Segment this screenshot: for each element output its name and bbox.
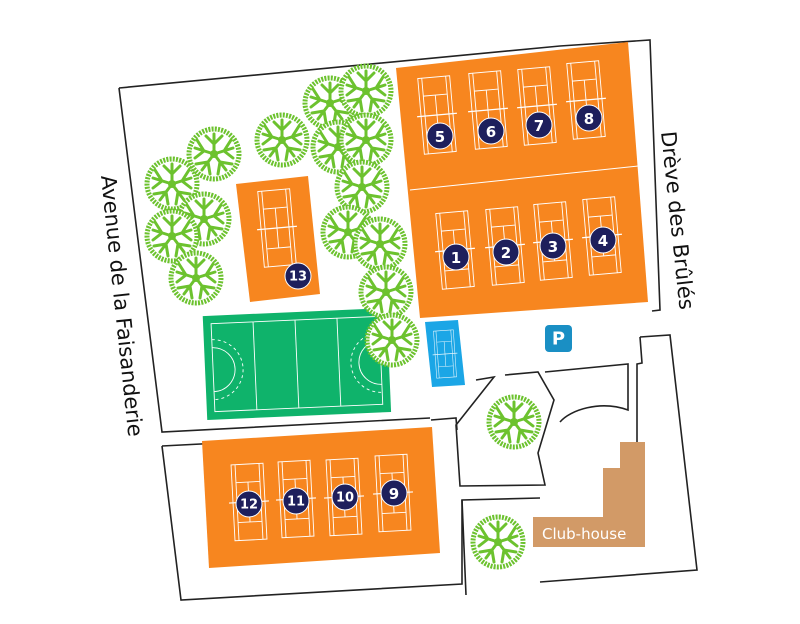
parking-icon: P	[552, 329, 565, 350]
clay-block-courts-9-12	[202, 427, 440, 568]
court-badge-9[interactable]: 9	[380, 479, 408, 507]
clubhouse[interactable]: Club-house	[533, 442, 645, 547]
hard-court[interactable]	[425, 320, 465, 387]
svg-text:13: 13	[289, 270, 307, 285]
svg-text:6: 6	[486, 123, 496, 141]
svg-text:2: 2	[501, 244, 511, 262]
hockey-field[interactable]	[202, 308, 392, 420]
court-badge-1[interactable]: 1	[442, 243, 470, 271]
street-label-west: Avenue de la Faisanderie	[96, 174, 147, 438]
court-badge-8[interactable]: 8	[575, 104, 603, 132]
svg-text:8: 8	[584, 110, 594, 128]
court-badge-2[interactable]: 2	[492, 238, 520, 266]
court-badge-4[interactable]: 4	[589, 226, 617, 254]
svg-text:1: 1	[451, 249, 461, 267]
svg-text:5: 5	[435, 128, 445, 146]
svg-text:7: 7	[534, 117, 544, 135]
svg-text:Club-house: Club-house	[542, 525, 626, 543]
svg-text:3: 3	[548, 238, 558, 256]
svg-text:12: 12	[240, 498, 258, 513]
court-badge-12[interactable]: 12	[235, 490, 263, 518]
svg-text:11: 11	[287, 495, 305, 510]
svg-text:10: 10	[336, 491, 354, 506]
clay-block-courts-1-8	[396, 42, 648, 318]
court-badge-10[interactable]: 10	[331, 483, 359, 511]
parking-sign[interactable]: P	[545, 325, 572, 352]
street-label-east: Drève des Brûlés	[656, 130, 699, 311]
court-badge-6[interactable]: 6	[477, 117, 505, 145]
svg-text:4: 4	[598, 232, 608, 250]
court-badge-13[interactable]: 13	[284, 262, 312, 290]
svg-text:9: 9	[389, 485, 399, 503]
court-badge-3[interactable]: 3	[539, 232, 567, 260]
court-badge-11[interactable]: 11	[282, 487, 310, 515]
court-badge-5[interactable]: 5	[426, 122, 454, 150]
court-badges: 5 6 7 8 1 2 3 4 13 12 11 10 9	[235, 104, 617, 518]
court-badge-7[interactable]: 7	[525, 111, 553, 139]
